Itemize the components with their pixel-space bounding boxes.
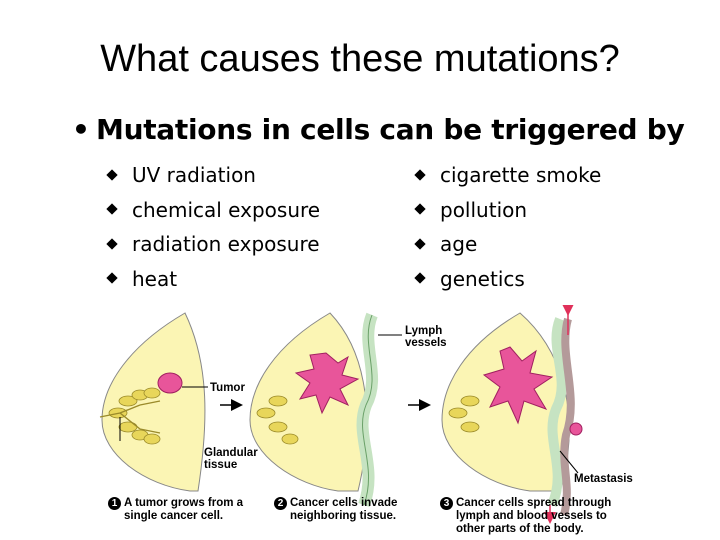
tumor-metastasis-illustration: Lymph vessels Tumor Glandular tissue Met…	[90, 304, 650, 537]
list-item: cigarette smoke	[414, 160, 601, 195]
caption-text: Cancer cells invade neighboring tissue.	[290, 497, 398, 522]
breast-panel-3	[441, 304, 583, 524]
list-item: chemical exposure	[106, 195, 320, 230]
caption-text: Cancer cells spread through lymph and bl…	[456, 497, 612, 535]
list-item: age	[414, 229, 601, 264]
causes-list-left: UV radiation chemical exposure radiation…	[106, 160, 320, 299]
step-number: 1	[108, 497, 121, 510]
lead-bullet: •Mutations in cells can be triggered by	[72, 113, 685, 146]
list-item: UV radiation	[106, 160, 320, 195]
caption-text: A tumor grows from a single cancer cell.	[124, 497, 244, 522]
diamond-bullet-icon	[106, 168, 118, 181]
illustration-svg	[99, 304, 583, 524]
bullet-dot: •	[72, 113, 90, 146]
metastasis-label: Metastasis	[574, 473, 633, 485]
list-item: genetics	[414, 264, 601, 299]
diamond-bullet-icon	[414, 168, 426, 181]
glandular-tissue-label: Glandular tissue	[204, 447, 258, 471]
tumor-label: Tumor	[210, 382, 245, 394]
diamond-bullet-icon	[414, 237, 426, 250]
diamond-bullet-icon	[106, 272, 118, 284]
causes-list-right: cigarette smoke pollution age genetics	[414, 160, 601, 299]
diamond-bullet-icon	[106, 203, 118, 215]
diamond-bullet-icon	[106, 237, 118, 250]
diamond-bullet-icon	[414, 203, 426, 215]
breast-panel-2	[249, 312, 379, 507]
lead-text: Mutations in cells can be triggered by	[96, 113, 685, 146]
slide-title: What causes these mutations?	[100, 38, 620, 80]
breast-panel-1	[99, 312, 206, 492]
list-item: radiation exposure	[106, 229, 320, 264]
list-item: heat	[106, 264, 320, 299]
lymph-vessels-label: Lymph vessels	[405, 325, 447, 349]
list-item: pollution	[414, 195, 601, 230]
diamond-bullet-icon	[414, 272, 426, 284]
step-number: 2	[274, 497, 287, 510]
step-number: 3	[440, 497, 453, 510]
